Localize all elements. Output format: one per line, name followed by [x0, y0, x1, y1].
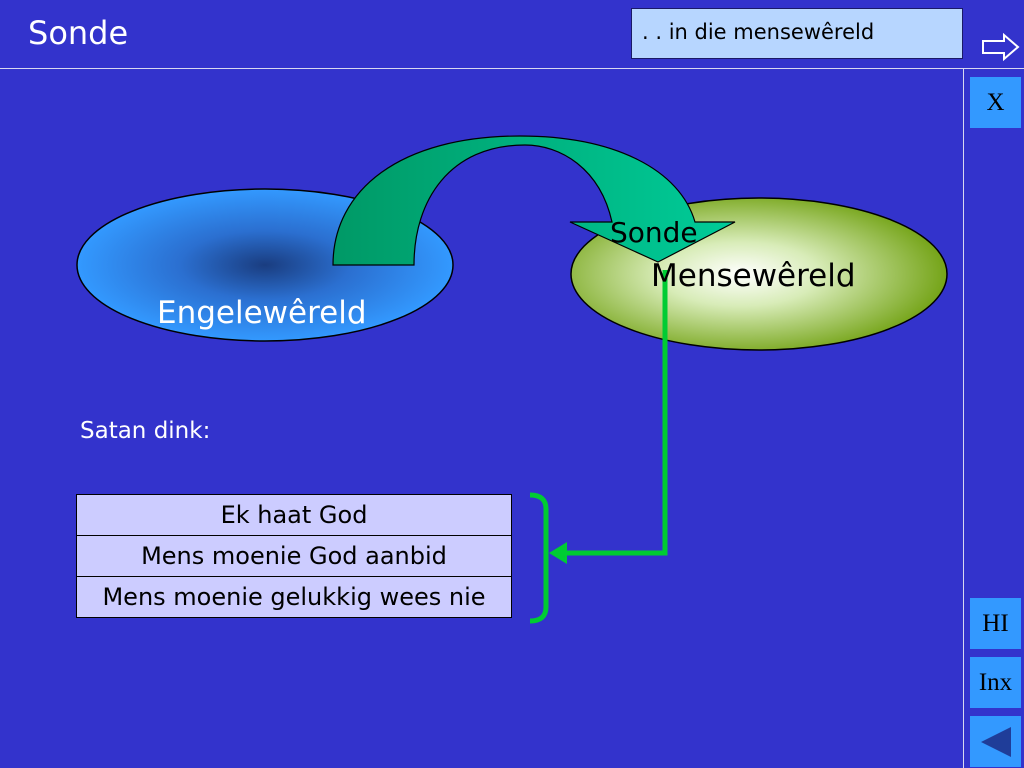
table-row: Mens moenie God aanbid	[76, 535, 512, 577]
connector-arrowhead	[549, 542, 567, 564]
reason-cell: Ek haat God	[76, 494, 512, 536]
table-row: Mens moenie gelukkig wees nie	[76, 576, 512, 618]
index-button[interactable]: Inx	[970, 657, 1021, 708]
connector-line	[553, 270, 668, 556]
reasons-table: Ek haat God Mens moenie God aanbid Mens …	[76, 494, 512, 618]
close-button[interactable]: X	[970, 77, 1021, 128]
subtitle-box: . . in die mensewêreld	[631, 8, 963, 59]
sin-arrow-label: Sonde	[610, 216, 698, 249]
back-button[interactable]	[970, 716, 1021, 767]
human-world-label: Mensewêreld	[651, 258, 856, 294]
reasons-bracket	[529, 492, 549, 624]
reason-cell: Mens moenie gelukkig wees nie	[76, 576, 512, 618]
angel-world-label: Engelewêreld	[157, 295, 367, 331]
hi-button[interactable]: HI	[970, 598, 1021, 649]
sin-diagram: Engelewêreld Mensewêreld Sonde	[76, 135, 948, 624]
reason-cell: Mens moenie God aanbid	[76, 535, 512, 577]
sin-arrow	[332, 135, 736, 266]
table-row: Ek haat God	[76, 494, 512, 536]
satan-label: Satan dink:	[80, 418, 211, 444]
sidebar-divider	[963, 68, 964, 768]
header-divider	[0, 68, 1024, 69]
right-arrow-icon[interactable]	[982, 33, 1020, 61]
left-triangle-icon	[980, 726, 1011, 757]
page-title: Sonde	[28, 14, 129, 52]
